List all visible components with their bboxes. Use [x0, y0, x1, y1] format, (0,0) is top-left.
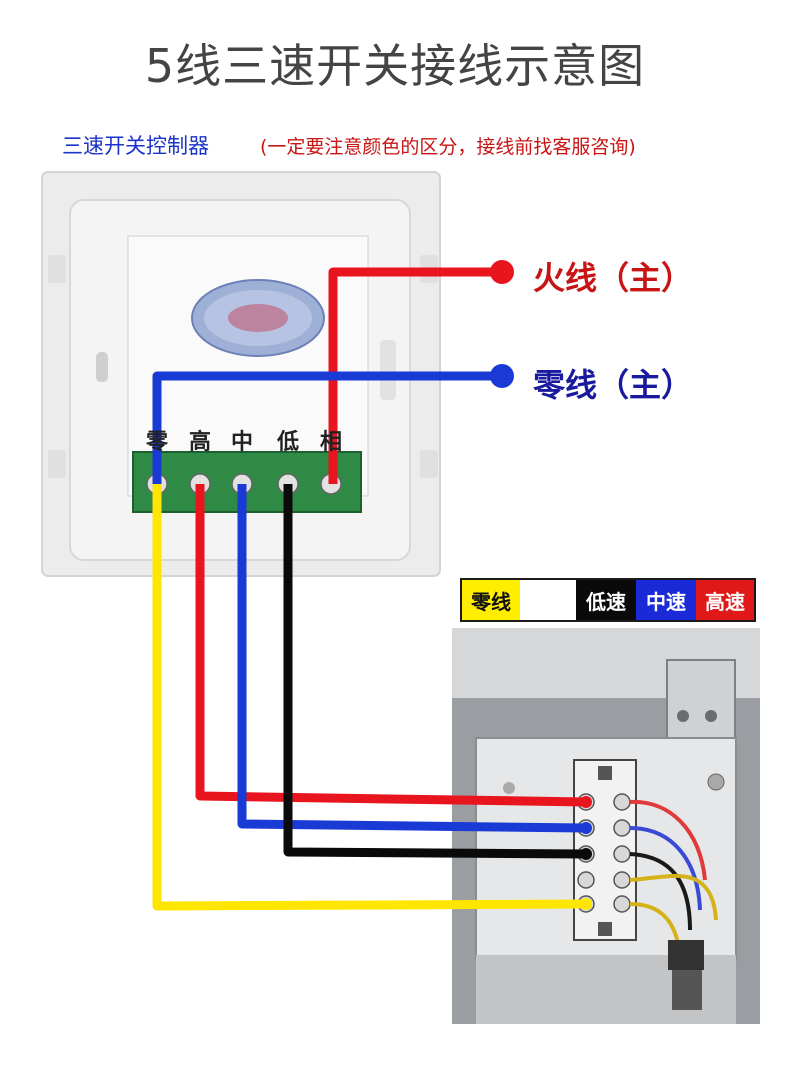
- high-speed-wire: [195, 484, 587, 807]
- terminal-label-low: 低: [276, 430, 299, 455]
- low-speed-wire: [283, 484, 587, 859]
- neutral-wire-end-dot: [490, 364, 514, 388]
- terminal-label-medium: 中: [230, 430, 253, 455]
- neutral-main-wire: [152, 371, 498, 484]
- neutral-wire-label: 零线（主）: [533, 366, 694, 404]
- page-title: 5线三速开关接线示意图: [144, 39, 646, 93]
- controller-label: 三速开关控制器: [62, 134, 209, 158]
- live-wire-end-dot: [490, 260, 514, 284]
- legend-blank: [520, 580, 576, 620]
- legend-low-speed: 低速: [576, 580, 636, 620]
- terminal-label-phase: 相: [319, 430, 342, 455]
- live-wire: [328, 267, 498, 484]
- legend-neutral: 零线: [462, 580, 520, 620]
- medium-speed-wire: [237, 484, 587, 833]
- live-wire-label: 火线（主）: [533, 259, 694, 297]
- logo-badge: [191, 279, 325, 357]
- legend-high-speed: 高速: [696, 580, 754, 620]
- neutral-out-wire: [152, 484, 587, 911]
- terminal-label-neutral: 零: [145, 430, 168, 455]
- switch-terminal-block: [132, 451, 362, 513]
- legend-medium-speed: 中速: [636, 580, 696, 620]
- terminal-label-high: 高: [188, 430, 211, 455]
- warning-note: (一定要注意颜色的区分，接线前找客服咨询): [260, 136, 636, 158]
- wire-color-legend: 零线 低速 中速 高速: [460, 578, 756, 622]
